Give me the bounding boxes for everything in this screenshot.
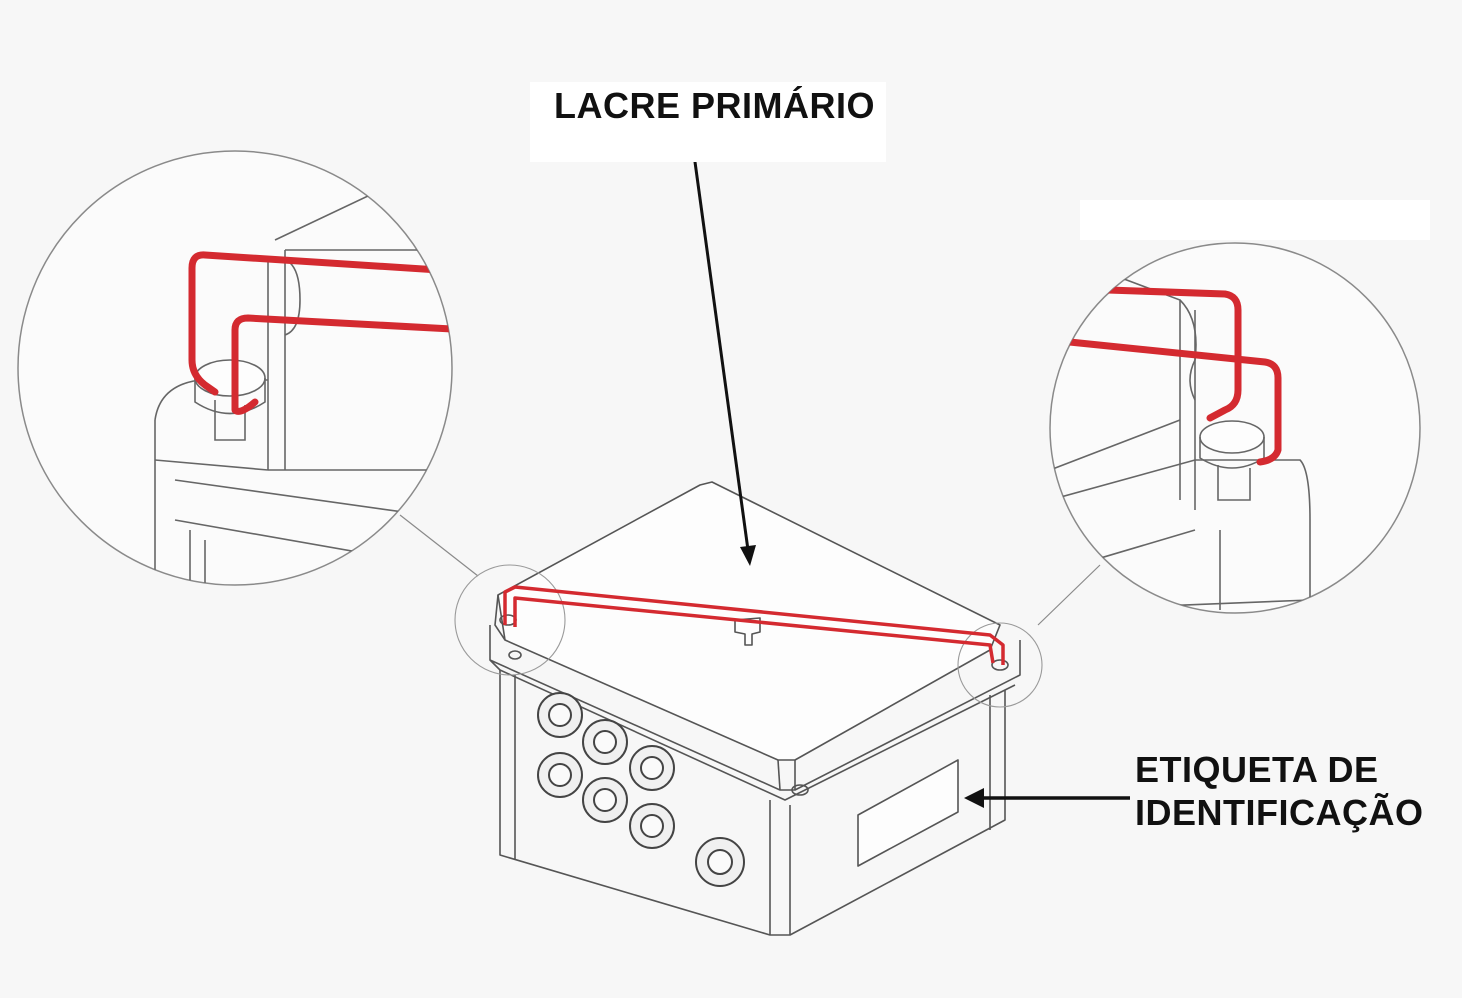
cable-gland [629, 803, 675, 849]
identification-label-line1: ETIQUETA DE [1135, 749, 1379, 790]
background-panel [1080, 200, 1430, 240]
cable-gland [537, 752, 583, 798]
left-connector-line [399, 514, 479, 577]
right-connector-line [1037, 564, 1101, 626]
primary-seal-label: LACRE PRIMÁRIO [530, 82, 886, 162]
primary-seal-wire [503, 585, 1005, 665]
identification-label-line2: IDENTIFICAÇÃO [1135, 792, 1424, 834]
identification-label-caption: ETIQUETA DE IDENTIFICAÇÃO [1135, 748, 1445, 834]
right-detail-magnifier [1049, 242, 1421, 614]
left-detail-magnifier [17, 150, 453, 586]
cable-gland [582, 719, 628, 765]
cable-gland [695, 837, 745, 887]
arrow-primary-seal [690, 139, 756, 566]
cable-gland [582, 777, 628, 823]
cable-gland [537, 692, 583, 738]
primary-seal-label-text: LACRE PRIMÁRIO [554, 85, 875, 126]
cable-glands [537, 692, 745, 887]
arrow-identification-label [964, 788, 1130, 808]
cable-gland [629, 745, 675, 791]
